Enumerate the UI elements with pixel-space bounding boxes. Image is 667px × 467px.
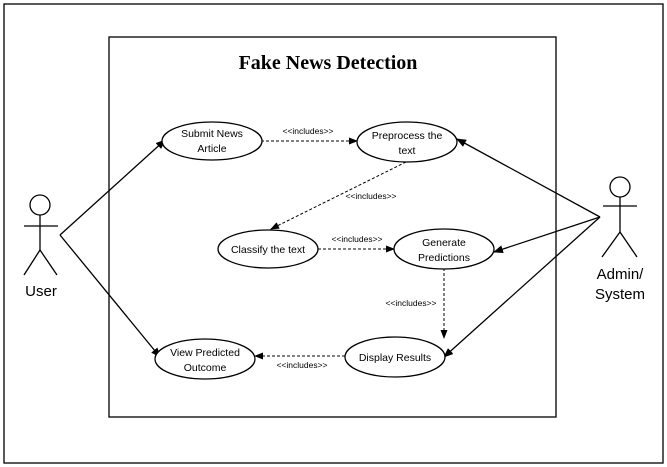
include-label-submit-preprocess: <<includes>> [282, 126, 333, 136]
use-case-view-line1: View Predicted [170, 347, 240, 359]
use-case-classify-ellipse [217, 229, 319, 269]
admin-actor-label-line1: Admin/ [597, 266, 645, 283]
use-case-display-label: Display Results [359, 352, 431, 364]
user-actor [23, 194, 58, 276]
use-case-submit-news-article: Submit News Article [161, 121, 263, 161]
admin-actor-leg-left [601, 231, 621, 258]
use-case-preprocess-ellipse [356, 121, 458, 163]
association-admin-display [443, 216, 601, 358]
use-case-view-ellipse [154, 338, 256, 380]
use-case-view-line2: Outcome [184, 362, 227, 374]
use-case-classify-text: Classify the text [217, 229, 319, 269]
user-actor-leg-right [39, 249, 58, 276]
association-user-view [59, 234, 161, 358]
use-case-view-predicted-outcome: View Predicted Outcome [154, 338, 256, 380]
use-case-preprocess-text: Preprocess the text [356, 121, 458, 163]
use-case-submit-line1: Submit News [181, 128, 243, 140]
use-case-submit-line2: Article [197, 143, 226, 155]
outer-frame [3, 3, 664, 464]
use-case-generate-ellipse [393, 228, 495, 270]
include-label-preprocess-classify: <<includes>> [345, 191, 396, 201]
admin-actor-leg-right [619, 231, 638, 258]
use-case-submit-ellipse [161, 121, 263, 161]
use-case-preprocess-line2: text [399, 145, 416, 157]
use-case-preprocess-line1: Preprocess the [372, 130, 443, 142]
use-case-generate-predictions: Generate Predictions [393, 228, 495, 270]
association-admin-generate [493, 216, 601, 253]
use-case-display-results: Display Results [344, 336, 446, 378]
association-admin-preprocess [456, 138, 601, 218]
admin-actor-head [609, 176, 631, 198]
use-case-generate-line2: Predictions [418, 252, 470, 264]
user-actor-label: User [25, 283, 57, 300]
use-case-display-ellipse [344, 336, 446, 378]
include-label-generate-display: <<includes>> [385, 298, 436, 308]
diagram-title: Fake News Detection [239, 52, 418, 74]
admin-actor [601, 176, 638, 258]
user-actor-head [29, 194, 51, 216]
user-actor-leg-left [23, 249, 41, 276]
association-user-submit [59, 139, 166, 236]
include-preprocess-classify [270, 161, 407, 230]
use-case-generate-line1: Generate [422, 237, 466, 249]
use-case-classify-label: Classify the text [231, 244, 305, 256]
admin-actor-label-line2: System [595, 286, 645, 303]
include-label-display-view: <<includes>> [276, 360, 327, 370]
include-label-classify-generate: <<includes>> [331, 234, 382, 244]
system-boundary [108, 36, 557, 418]
